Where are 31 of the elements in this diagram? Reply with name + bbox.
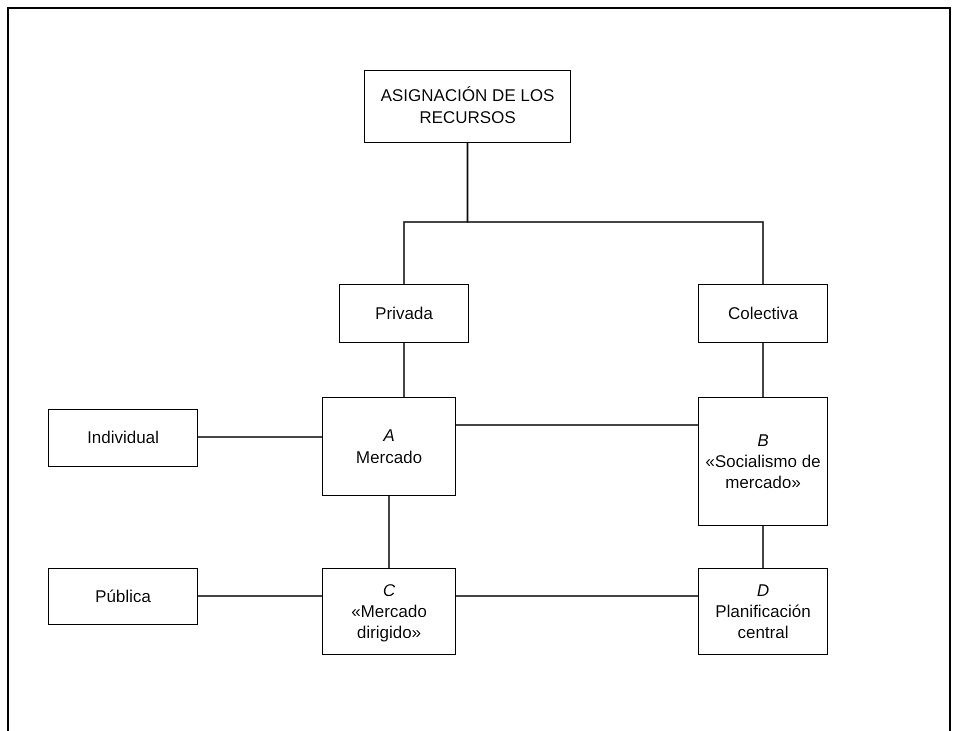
connector-line [762, 343, 764, 397]
concept-box [48, 409, 198, 467]
box-label: Individual [87, 427, 159, 449]
box-label: ASIGNACIÓN DE LOS RECURSOS [380, 85, 556, 128]
connector-line [198, 436, 322, 438]
connector-line [198, 595, 322, 597]
box-letter: C [382, 580, 396, 601]
box-letter: D [756, 580, 770, 601]
concept-box [698, 284, 828, 343]
concept-box [339, 284, 469, 343]
concept-box [364, 70, 571, 143]
box-label: Pública [95, 586, 151, 608]
connector-line [456, 595, 698, 597]
connector-line [456, 424, 698, 426]
box-label: Mercado [356, 446, 422, 468]
concept-box [698, 568, 828, 655]
connector-line [403, 343, 405, 397]
box-letter: B [757, 430, 769, 451]
box-label: Planificación central [714, 600, 812, 644]
connector-line [388, 496, 390, 568]
box-label: Colectiva [728, 302, 798, 324]
box-label: «Socialismo de mercado» [704, 450, 822, 494]
box-letter: A [383, 425, 395, 446]
concept-box [698, 397, 828, 526]
box-label: Privada [375, 302, 433, 324]
concept-box [322, 568, 456, 655]
connector-line [762, 526, 764, 568]
connector-line [466, 143, 764, 284]
concept-box [322, 397, 456, 496]
box-label: «Mercado dirigido» [350, 600, 428, 644]
concept-box [48, 568, 198, 625]
